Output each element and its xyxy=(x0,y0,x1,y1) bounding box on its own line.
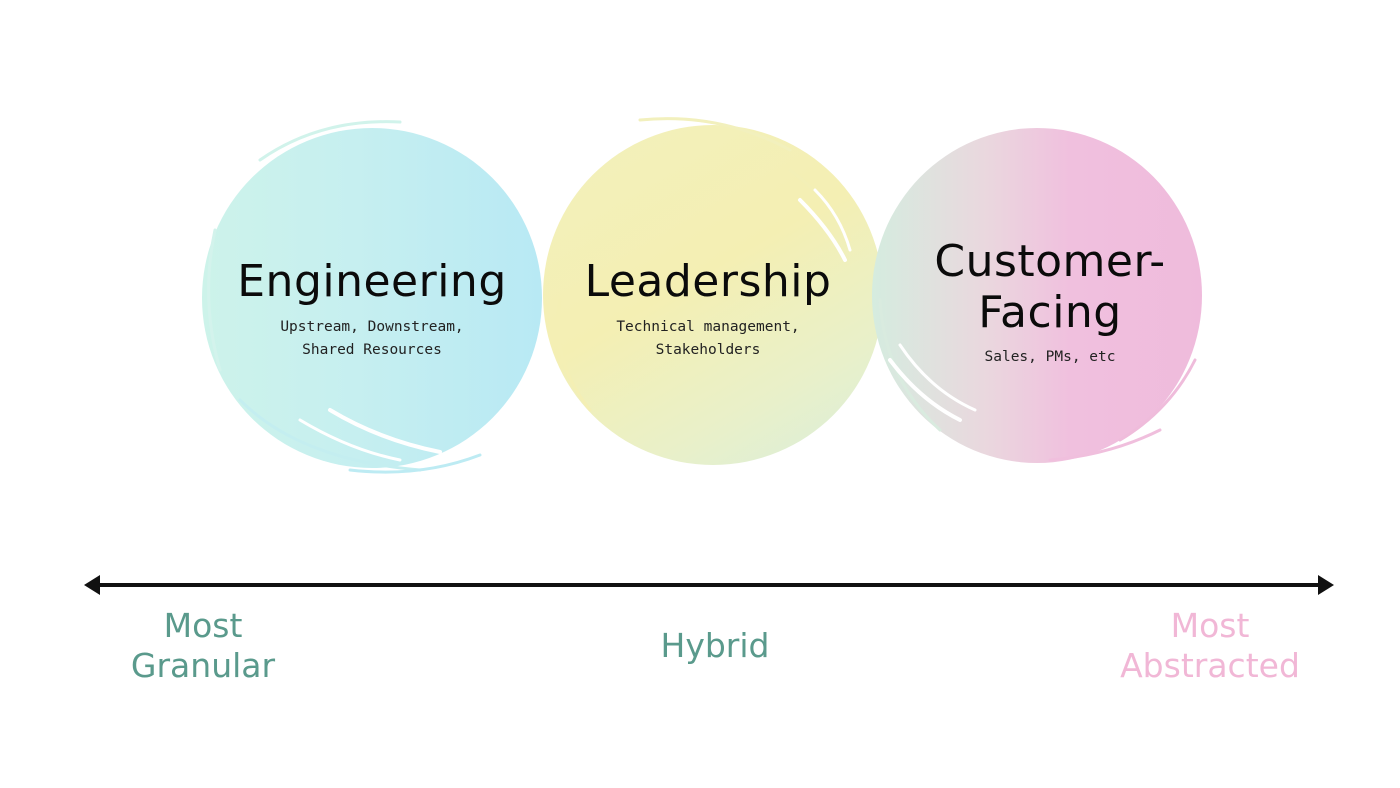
engineering-subtitle-line-1: Upstream, Downstream, xyxy=(280,319,464,335)
customer-facing-subtitle: Sales, PMs, etc xyxy=(984,349,1116,365)
axis-middle-label: Hybrid xyxy=(660,626,770,665)
arrow-left-icon xyxy=(84,575,100,595)
axis-right-label-line-2: Abstracted xyxy=(1120,646,1300,685)
engineering-title: Engineering xyxy=(237,256,507,307)
leadership-subtitle-line-1: Technical management, xyxy=(616,319,800,335)
axis-left-label-line-2: Granular xyxy=(130,646,276,685)
axis-left-label-line-1: Most xyxy=(163,606,243,645)
customer-facing-title-line-1: Customer- xyxy=(934,236,1166,287)
engineering-subtitle-line-2: Shared Resources xyxy=(302,342,442,358)
leadership-subtitle-line-2: Stakeholders xyxy=(655,342,761,358)
leadership-title: Leadership xyxy=(584,256,832,307)
axis-right-label-line-1: Most xyxy=(1170,606,1250,645)
arrow-right-icon xyxy=(1318,575,1334,595)
customer-facing-title-line-2: Facing xyxy=(978,287,1122,338)
